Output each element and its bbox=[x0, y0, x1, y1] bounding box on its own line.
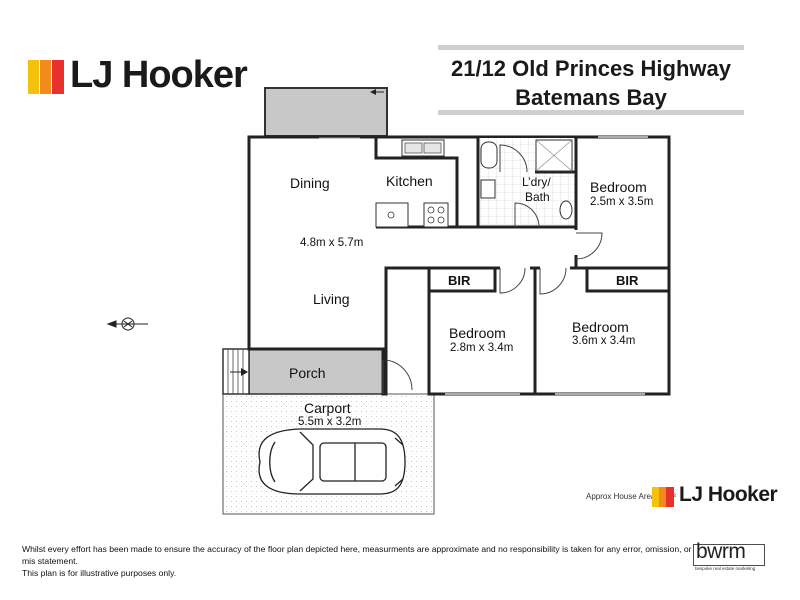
disclaimer: Whilst every effort has been made to ens… bbox=[22, 543, 692, 579]
room-dim-bedroom-3: 3.6m x 3.4m bbox=[572, 335, 636, 347]
compass-icon bbox=[106, 317, 148, 331]
address-bottom-rule bbox=[438, 110, 744, 115]
room-label-bir-left: BIR bbox=[448, 273, 471, 288]
basin bbox=[559, 200, 573, 220]
room-dim-carport: 5.5m x 3.2m bbox=[298, 416, 362, 428]
room-label-bedroom-2: Bedroom bbox=[449, 325, 506, 341]
fridge bbox=[375, 202, 409, 228]
address-line-1: 21/12 Old Princes Highway bbox=[450, 56, 731, 81]
marketer-tagline: bespoke real estate marketing bbox=[695, 566, 756, 571]
deck-area bbox=[264, 87, 388, 137]
room-label-bir-right: BIR bbox=[616, 273, 639, 288]
room-label-porch: Porch bbox=[289, 365, 326, 381]
marketer-logo: bwrm bespoke real estate marketing bbox=[693, 540, 765, 574]
room-label-laundry: L’dry/ bbox=[522, 175, 551, 189]
cooktop bbox=[423, 202, 449, 228]
brand-name: LJ Hooker bbox=[70, 54, 248, 96]
entry-arrow-icon bbox=[370, 89, 376, 95]
brand-mark-icon bbox=[28, 60, 64, 94]
room-label-kitchen: Kitchen bbox=[386, 173, 433, 189]
disclaimer-line-2: This plan is for illustrative purposes o… bbox=[22, 568, 177, 578]
room-label-bath: Bath bbox=[525, 190, 550, 204]
address-top-rule bbox=[438, 45, 744, 50]
laundry-tub bbox=[480, 179, 496, 199]
address-line-2: Batemans Bay bbox=[515, 85, 667, 110]
room-label-carport: Carport bbox=[304, 400, 351, 416]
room-dim-living: 4.8m x 5.7m bbox=[300, 237, 364, 249]
room-label-bedroom-1: Bedroom bbox=[590, 179, 647, 195]
room-label-dining: Dining bbox=[290, 175, 330, 191]
porch-area bbox=[248, 348, 384, 395]
disclaimer-line-1: Whilst every effort has been made to ens… bbox=[22, 544, 692, 566]
room-label-living: Living bbox=[313, 291, 350, 307]
room-dim-bedroom-1: 2.5m x 3.5m bbox=[590, 196, 654, 208]
brand-logo: LJ Hooker bbox=[28, 54, 248, 98]
brand-name-small: LJ Hooker bbox=[679, 483, 778, 506]
marketer-name: bwrm bbox=[696, 540, 746, 563]
brand-logo-small: LJ Hooker bbox=[652, 483, 778, 511]
room-dim-bedroom-2: 2.8m x 3.4m bbox=[450, 342, 514, 354]
toilet bbox=[480, 141, 498, 169]
brand-mark-small-icon bbox=[652, 487, 674, 507]
house-area: Approx House Area 75m² bbox=[586, 492, 676, 501]
car-icon bbox=[258, 428, 406, 495]
room-label-bedroom-3: Bedroom bbox=[572, 319, 629, 335]
